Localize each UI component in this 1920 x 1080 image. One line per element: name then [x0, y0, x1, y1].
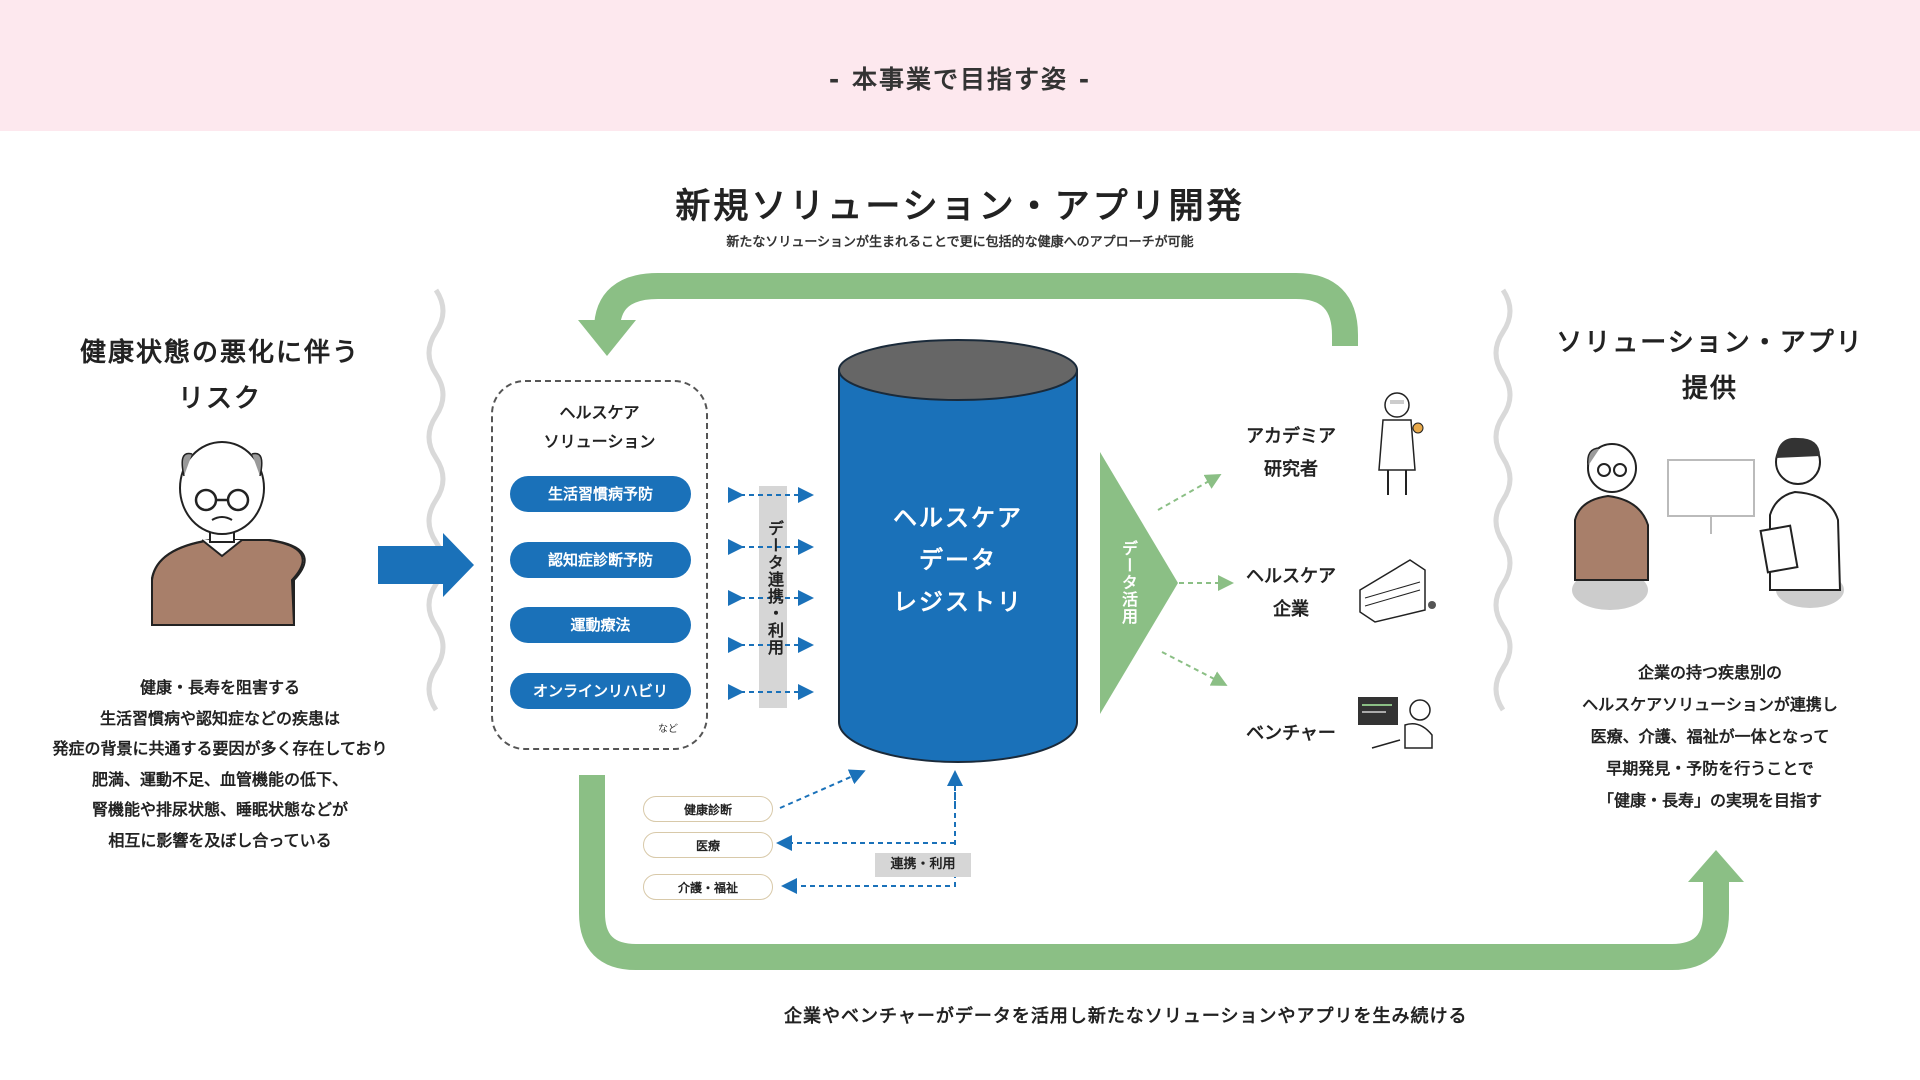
left-title-line: 健康状態の悪化に伴う: [79, 338, 360, 368]
researcher-icon: [1378, 392, 1424, 495]
source-link-label: 連携・利用: [875, 853, 971, 877]
target-academia-line: アカデミア: [1246, 426, 1336, 447]
header-band: [0, 0, 1920, 131]
right-provision-title: ソリューション・アプリ 提供: [1530, 320, 1890, 412]
right-provision-description: 企業の持つ疾患別の ヘルスケアソリューションが連携し 医療、介護、福祉が一体とな…: [1530, 657, 1890, 817]
risk-to-solution-arrow: [378, 533, 474, 597]
bottom-caption: 企業やベンチャーがデータを活用し新たなソリューションやアプリを生み続ける: [784, 1006, 1468, 1027]
main-title: 新規ソリューション・アプリ開発: [675, 187, 1245, 227]
left-text-line: 健康・長寿を阻害する: [139, 678, 300, 697]
left-text-line: 発症の背景に共通する要因が多く存在しており: [52, 739, 388, 758]
solution-item-exercise-therapy[interactable]: 運動療法: [510, 607, 691, 643]
solution-title-line: ヘルスケア: [559, 403, 640, 422]
right-wavy-divider: [1493, 288, 1513, 712]
target-company: ヘルスケア 企業: [1226, 560, 1356, 626]
top-loop-arrow: [594, 273, 1358, 346]
solution-box-title: ヘルスケア ソリューション: [491, 398, 708, 456]
data-usage-label: データ活用: [1119, 540, 1138, 625]
data-link-label: データ連携・利用: [765, 520, 784, 656]
solution-etc-note: など: [658, 724, 678, 735]
target-company-line: ヘルスケア: [1246, 566, 1336, 587]
bottom-loop-arrowhead: [1688, 850, 1744, 882]
registry-label-line: レジストリ: [893, 588, 1023, 616]
main-subtitle: 新たなソリューションが生まれることで更に包括的な健康へのアプローチが可能: [726, 235, 1194, 250]
left-risk-description: 健康・長寿を阻害する 生活習慣病や認知症などの疾患は 発症の背景に共通する要因が…: [10, 673, 430, 856]
right-title-line: 提供: [1681, 374, 1738, 404]
left-text-line: 相互に影響を及ぼし合っている: [108, 830, 332, 850]
venture-person-icon: [1358, 697, 1433, 749]
registry-label-line: ヘルスケア: [893, 504, 1023, 532]
target-academia: アカデミア 研究者: [1226, 420, 1356, 486]
right-text-line: 「健康・長寿」の実現を目指す: [1597, 791, 1822, 810]
target-company-line: 企業: [1273, 599, 1309, 620]
left-text-line: 腎機能や排尿状態、睡眠状態などが: [91, 800, 348, 819]
company-building-icon: [1359, 559, 1436, 623]
source-medical: 医療: [643, 832, 773, 858]
right-text-line: 企業の持つ疾患別の: [1637, 663, 1782, 682]
registry-label-line: データ: [919, 546, 997, 574]
top-loop-arrowhead: [578, 320, 636, 356]
solution-title-line: ソリューション: [543, 432, 656, 451]
source-care-welfare: 介護・福祉: [643, 874, 773, 900]
right-text-line: ヘルスケアソリューションが連携し: [1582, 695, 1838, 714]
left-text-line: 生活習慣病や認知症などの疾患は: [99, 708, 340, 728]
left-risk-title: 健康状態の悪化に伴う リスク: [40, 330, 400, 422]
solution-item-lifestyle-disease[interactable]: 生活習慣病予防: [510, 476, 691, 512]
right-text-line: 早期発見・予防を行うことで: [1606, 759, 1814, 778]
left-text-line: 肥満、運動不足、血管機能の低下、: [91, 769, 348, 789]
registry-label: ヘルスケア データ レジストリ: [838, 497, 1078, 623]
source-health-checkup: 健康診断: [643, 796, 773, 822]
patient-doctor-scene-icon: [1572, 437, 1844, 610]
target-venture: ベンチャー: [1246, 723, 1336, 744]
registry-cylinder: [838, 339, 1078, 763]
solution-registry-links: [728, 487, 814, 700]
header-title: - 本事業で目指す姿 -: [828, 65, 1092, 94]
solution-item-dementia[interactable]: 認知症診断予防: [510, 542, 691, 578]
solution-item-online-rehab[interactable]: オンラインリハビリ: [510, 673, 691, 709]
healthcare-solution-box: [491, 380, 708, 750]
left-wavy-divider: [426, 288, 446, 712]
right-title-line: ソリューション・アプリ: [1556, 328, 1864, 358]
usage-arrows: [1157, 474, 1234, 686]
right-text-line: 医療、介護、福祉が一体となって: [1590, 727, 1830, 746]
left-title-line: リスク: [177, 384, 262, 414]
data-usage-triangle: [1100, 452, 1178, 714]
target-academia-line: 研究者: [1264, 459, 1318, 480]
bottom-loop-arrow: [579, 775, 1729, 970]
elderly-man-icon: [151, 441, 306, 626]
